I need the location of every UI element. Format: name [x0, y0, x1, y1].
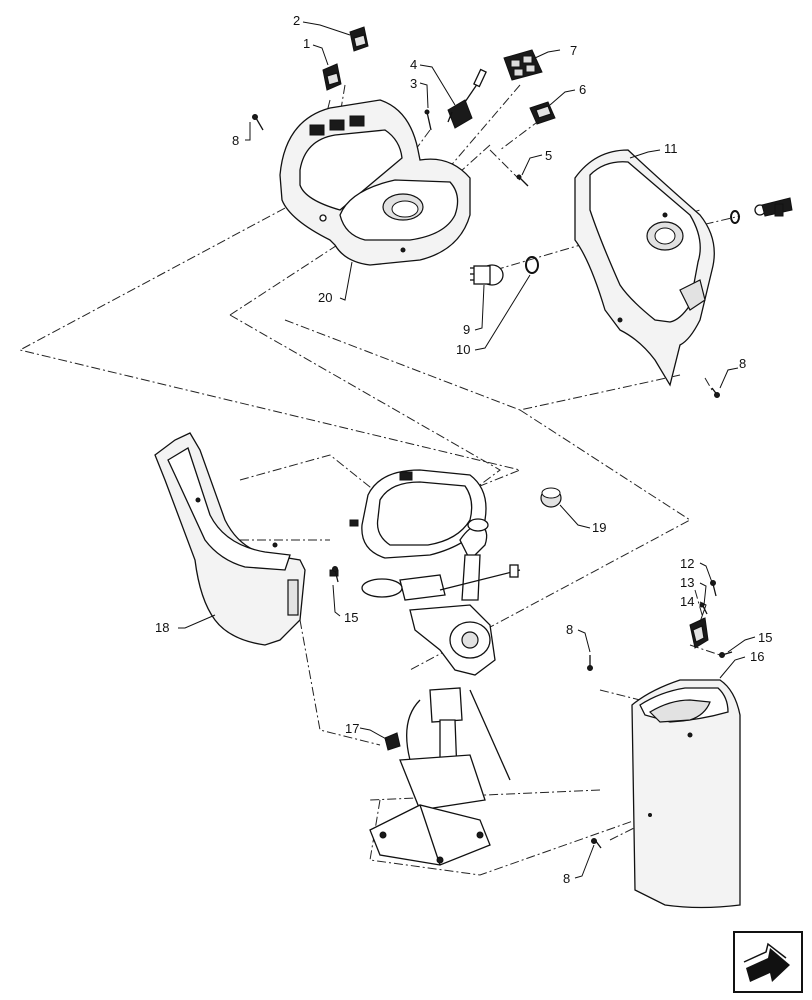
callout-8-right: 8 [739, 356, 746, 371]
leader-lines [178, 21, 756, 879]
lever-part-4 [447, 68, 487, 129]
steering-column-assembly [329, 469, 521, 866]
callout-8-middle: 8 [566, 622, 573, 637]
callout-13: 13 [680, 575, 694, 590]
callout-10: 10 [456, 342, 470, 357]
bracket-part-14 [689, 617, 709, 649]
switch-part-1 [322, 63, 342, 91]
callout-7: 7 [570, 43, 577, 58]
callout-11: 11 [664, 141, 678, 156]
side-panel-part-11 [574, 149, 715, 387]
callout-16: 16 [750, 649, 764, 664]
callout-18: 18 [155, 620, 169, 635]
screw-part-8-c [587, 655, 593, 671]
callout-15-right: 15 [758, 630, 772, 645]
callout-17: 17 [345, 721, 359, 736]
callout-12: 12 [680, 556, 694, 571]
switch-part-2 [349, 26, 369, 52]
callout-15-left: 15 [344, 610, 358, 625]
dash-console-housing [279, 99, 471, 266]
key-icon [730, 197, 793, 224]
callout-9: 9 [463, 322, 470, 337]
pedestal-cover-part-16 [631, 679, 741, 909]
callout-3: 3 [410, 76, 417, 91]
callout-6: 6 [579, 82, 586, 97]
switch-panel-part-7 [503, 49, 543, 81]
screw-part-15-right [719, 651, 733, 658]
screw-part-3 [424, 109, 432, 131]
callout-1: 1 [303, 36, 310, 51]
callout-2: 2 [293, 13, 300, 28]
screw-part-8-b [711, 387, 720, 398]
clip-part-17 [384, 732, 401, 751]
ring-part-10 [525, 256, 539, 274]
switch-part-6 [529, 101, 556, 125]
screw-part-8-d [591, 838, 602, 849]
screw-part-5 [516, 174, 529, 187]
next-page-arrow-icon[interactable] [733, 931, 803, 993]
callout-8-top-left: 8 [232, 133, 239, 148]
side-panel-part-18 [154, 432, 306, 646]
callout-19: 19 [592, 520, 606, 535]
callout-14: 14 [680, 594, 694, 609]
ignition-switch-part-9 [470, 264, 504, 286]
knob-part-19 [540, 487, 562, 508]
callout-labels: 1 2 3 4 5 6 7 8 8 8 8 9 10 11 12 13 14 1… [155, 13, 772, 886]
screw-part-12 [710, 580, 717, 597]
callout-4: 4 [410, 57, 417, 72]
callout-8-bottom: 8 [563, 871, 570, 886]
screw-part-15-left [332, 566, 339, 583]
callout-20: 20 [318, 290, 332, 305]
screw-part-8-a [252, 114, 264, 131]
callout-5: 5 [545, 148, 552, 163]
